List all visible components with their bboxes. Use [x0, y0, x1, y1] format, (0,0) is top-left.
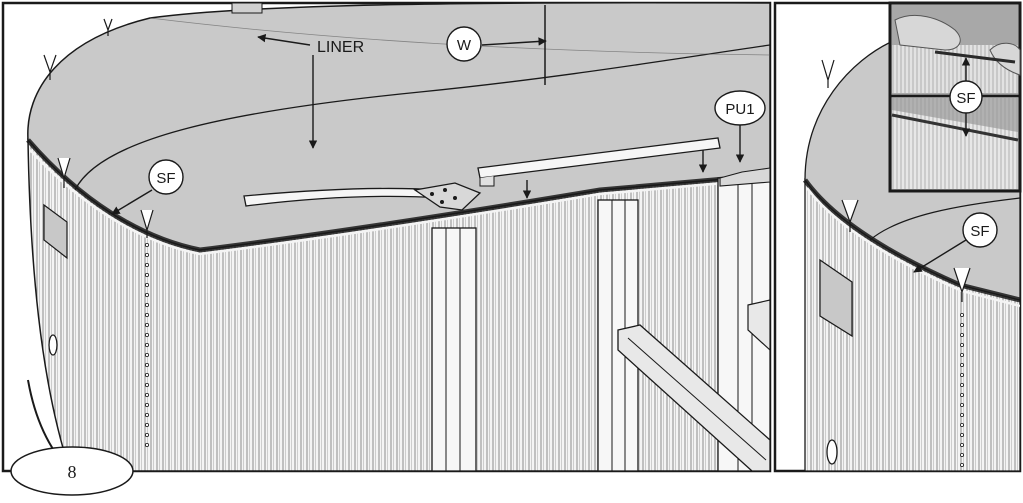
bolt-hole [960, 462, 965, 467]
top-connector [719, 167, 770, 187]
liner-label: LINER [317, 39, 364, 56]
clothespin-icon [43, 18, 154, 238]
bolt-hole [960, 342, 965, 347]
bolt-hole [144, 312, 149, 317]
bolt-hole [144, 342, 149, 347]
detail-skimmer-plate [819, 258, 853, 338]
bolt-hole [144, 402, 149, 407]
bolt-hole [144, 382, 149, 387]
pu1-callout: PU1 [714, 90, 766, 126]
bolt-hole [960, 422, 965, 427]
main-panel: LINER W PU1 SF [1, 1, 772, 473]
bolt-hole-strip [144, 242, 149, 447]
detail-panel: SF SF [773, 1, 1022, 473]
page-number-badge: 8 [10, 446, 134, 496]
w-callout: W [446, 26, 482, 62]
bolt-hole [144, 272, 149, 277]
diagonal-brace [617, 299, 770, 471]
bolt-hole [960, 402, 965, 407]
skimmer-hole [48, 334, 58, 356]
bolt-hole [960, 392, 965, 397]
bolt-hole [144, 422, 149, 427]
bolt-hole [144, 432, 149, 437]
bolt-hole [960, 382, 965, 387]
detail-clothespin-icon [821, 59, 971, 302]
liner-rim [26, 138, 770, 253]
skimmer-plate [43, 203, 68, 260]
bolt-hole [144, 392, 149, 397]
bolt-hole [144, 322, 149, 327]
bolt-hole [144, 262, 149, 267]
bolt-hole [144, 252, 149, 257]
sf-label-main: SF [156, 170, 175, 187]
page-number: 8 [68, 462, 77, 482]
bolt-hole [144, 302, 149, 307]
straight-top-rail [477, 137, 721, 179]
bolt-hole [144, 332, 149, 337]
bolt-hole [144, 442, 149, 447]
detail-bolt-hole-strip [960, 312, 965, 467]
bolt-hole [144, 282, 149, 287]
bolt-hole [144, 362, 149, 367]
w-label: W [457, 37, 472, 54]
liner-floor-edge [74, 44, 770, 191]
sf-callout-main: SF [148, 159, 184, 195]
bolt-hole [144, 242, 149, 247]
bolt-hole [960, 332, 965, 337]
sf-label-detail: SF [970, 223, 989, 240]
bolt-hole [960, 312, 965, 317]
bolt-hole [960, 322, 965, 327]
callout-arrows [111, 33, 745, 215]
bolt-hole [960, 442, 965, 447]
bolt-hole [144, 352, 149, 357]
bolt-hole [960, 372, 965, 377]
sf-callout-detail: SF [913, 212, 998, 273]
bolt-hole [960, 352, 965, 357]
pu1-label: PU1 [725, 101, 754, 118]
top-plate [413, 182, 482, 211]
sf-label-inset: SF [956, 90, 975, 107]
inset-photo: SF [888, 1, 1022, 193]
hand-icon [894, 14, 961, 51]
bolt-hole [960, 362, 965, 367]
bolt-hole [144, 292, 149, 297]
bolt-hole [960, 452, 965, 457]
bolt-hole [960, 412, 965, 417]
bolt-hole [144, 412, 149, 417]
bolt-hole [960, 432, 965, 437]
bolt-hole [144, 372, 149, 377]
